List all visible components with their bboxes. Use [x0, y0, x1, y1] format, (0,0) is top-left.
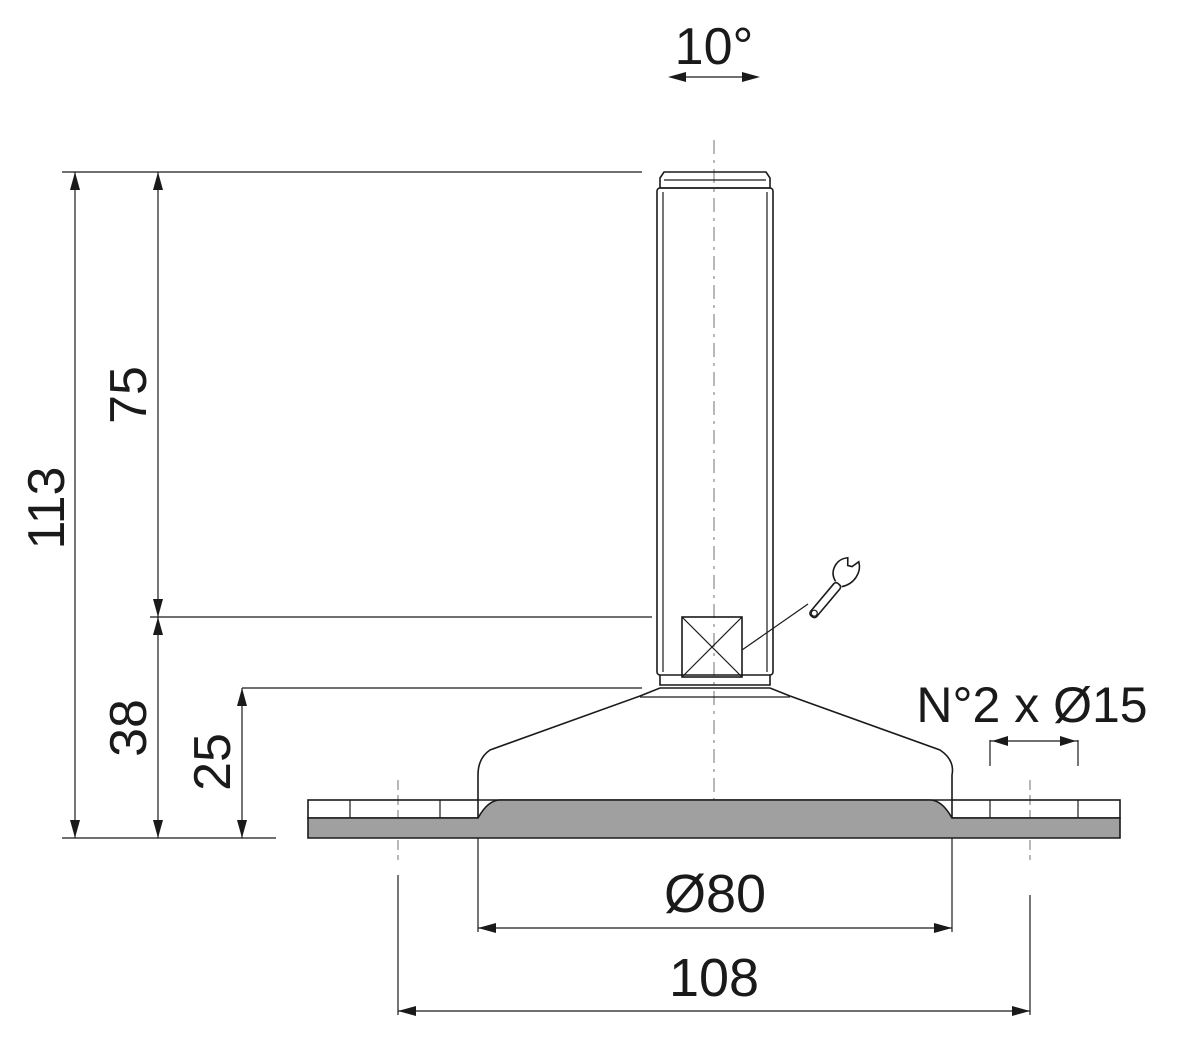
total-height-dimension	[62, 171, 642, 839]
base-height-dimension	[153, 617, 163, 838]
rubber-pad	[307, 799, 1121, 839]
total-height-label: 113	[18, 467, 76, 550]
tilt-dimension	[668, 72, 760, 82]
stem-height-label: 75	[100, 366, 158, 424]
hole-spacing-dimension	[397, 875, 1031, 1016]
conical-body	[477, 687, 954, 801]
threaded-stem	[656, 171, 774, 686]
base-height-label: 38	[100, 699, 158, 757]
body-height-label: 25	[184, 733, 242, 791]
stem-height-dimension	[150, 172, 652, 618]
body-height-dimension	[237, 687, 642, 838]
base-diameter-label: Ø80	[664, 864, 766, 924]
base-plate	[307, 799, 1121, 839]
wrench-icon	[809, 556, 861, 619]
hole-diameter-dimension	[989, 736, 1079, 766]
base-diameter-dimension	[477, 838, 953, 933]
holes-label: N°2 x Ø15	[916, 677, 1147, 733]
hole-spacing-label: 108	[669, 948, 759, 1008]
tilt-angle-label: 10°	[675, 18, 754, 76]
hex-key-flat-icon	[681, 603, 809, 678]
